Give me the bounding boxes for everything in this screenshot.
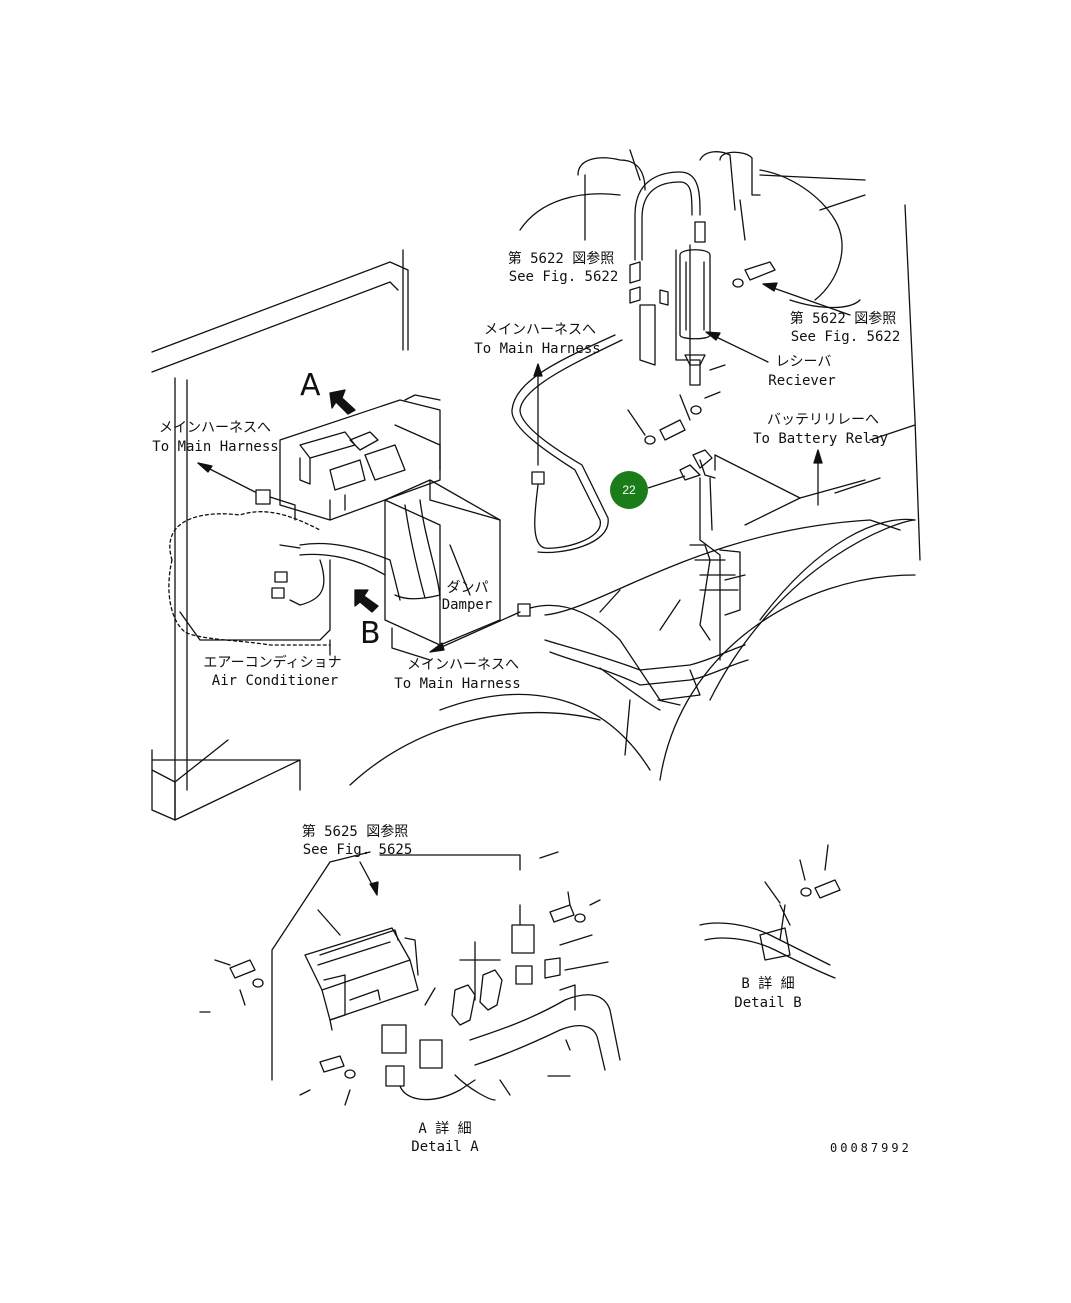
see-fig-5622-right-en: See Fig. 5622 [790, 329, 901, 345]
receiver-mount-parts [628, 355, 725, 444]
receiver [676, 222, 710, 360]
control-box-a [280, 395, 440, 520]
see-fig-5622-right-jp: 第 5622 図参照 [789, 311, 897, 327]
loop-harness [512, 335, 622, 553]
to-main-harness-left-en: To Main Harness [152, 439, 279, 455]
ac-body [180, 560, 330, 640]
lower-harness [518, 478, 748, 710]
drawing-number: 00087992 [830, 1141, 912, 1155]
arrow-battery-relay [814, 450, 822, 505]
bolt-right [733, 262, 775, 287]
receiver-bracket [630, 262, 668, 365]
cab-frame [152, 250, 408, 820]
see-fig-5625-jp: 第 5625 図参照 [301, 824, 409, 840]
frame-right [715, 205, 920, 560]
see-fig-5622-top-en: See Fig. 5622 [508, 269, 619, 285]
part-callout-22[interactable]: 22 [610, 471, 648, 509]
detail-b [700, 845, 840, 978]
receiver-label-jp: レシーバ [775, 354, 832, 370]
fender-arcs [350, 519, 915, 785]
to-battery-relay-jp: バッテリリレーへ [767, 412, 879, 428]
see-fig-5625-en: See Fig. 5625 [302, 842, 413, 858]
detail-a [200, 852, 620, 1105]
to-battery-relay-en: To Battery Relay [753, 431, 888, 447]
to-main-harness-center-en: To Main Harness [474, 341, 601, 357]
damper-label-jp: ダンパ [446, 580, 489, 596]
view-a-label: A [300, 368, 321, 403]
detail-b-label-jp: B 詳 細 [741, 976, 795, 992]
detail-a-label-en: Detail A [411, 1139, 479, 1155]
air-conditioner-label-jp: エアーコンディショナ [203, 655, 342, 671]
air-conditioner-label-en: Air Conditioner [211, 673, 339, 689]
view-b-label: B [360, 616, 381, 651]
left-connectors [256, 490, 300, 598]
receiver-hose [635, 172, 700, 260]
relay-connector [680, 450, 715, 480]
to-main-harness-bottom-en: To Main Harness [394, 676, 521, 692]
arrow-see-5622-right [763, 283, 850, 315]
detail-a-label-jp: A 詳 細 [418, 1121, 472, 1137]
to-main-harness-center-jp: メインハーネスへ [484, 322, 596, 338]
damper-box [385, 480, 500, 660]
engine-outline [520, 150, 865, 308]
view-arrow-a [330, 390, 355, 414]
arrow-main-harness-center [534, 364, 542, 465]
see-fig-5622-top-jp: 第 5622 図参照 [507, 251, 615, 267]
view-arrow-b [355, 590, 378, 612]
arrow-see-5625 [360, 862, 378, 895]
air-conditioner-outline [169, 512, 330, 645]
detail-b-label-en: Detail B [734, 995, 802, 1011]
receiver-label-en: Reciever [768, 373, 836, 389]
arrow-receiver [706, 332, 768, 362]
to-main-harness-left-jp: メインハーネスへ [159, 420, 271, 436]
harness-left [290, 500, 440, 605]
arrow-left-harness [198, 463, 255, 492]
arrow-bottom-harness [430, 612, 520, 652]
damper-label-en: Damper [441, 597, 493, 613]
to-main-harness-bottom-jp: メインハーネスへ [407, 657, 519, 673]
